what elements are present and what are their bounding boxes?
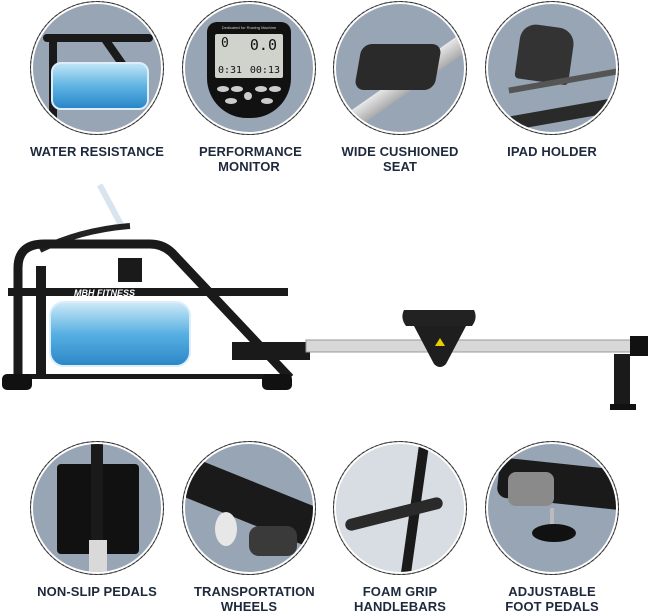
- feature-label: TRANSPORTATION WHEELS: [194, 584, 315, 614]
- feature-label: FOAM GRIP HANDLEBARS: [354, 584, 446, 614]
- feature-label: WATER RESISTANCE: [29, 144, 164, 159]
- feature-wide-cushioned-seat: WIDE CUSHIONED SEAT: [325, 1, 475, 174]
- tablet-holder-icon: [485, 1, 619, 135]
- feature-label: PERFORMANCE MONITOR: [199, 144, 302, 174]
- feature-transportation-wheels: TRANSPORTATION WHEELS: [174, 441, 324, 614]
- svg-text:MBH FITNESS: MBH FITNESS: [74, 288, 135, 298]
- feature-label: IPAD HOLDER: [507, 144, 597, 159]
- feature-label: NON-SLIP PEDALS: [37, 584, 157, 599]
- feature-label: ADJUSTABLE FOOT PEDALS: [505, 584, 599, 614]
- feature-non-slip-pedals: NON-SLIP PEDALS: [22, 441, 172, 599]
- feature-adjustable-foot-pedals: ADJUSTABLE FOOT PEDALS: [477, 441, 627, 614]
- handlebar-icon: [333, 441, 467, 575]
- seat-icon: [333, 1, 467, 135]
- wheel-icon: [182, 441, 316, 575]
- rowing-machine-image: MBH FITNESS: [0, 178, 650, 418]
- pedals-icon: [30, 441, 164, 575]
- monitor-icon: Dedicated for Rowing Machine 0 0.0 0:31 …: [182, 1, 316, 135]
- feature-label: WIDE CUSHIONED SEAT: [341, 144, 459, 174]
- foot-pedal-icon: [485, 441, 619, 575]
- water-tank-icon: [30, 1, 164, 135]
- feature-water-resistance: WATER RESISTANCE: [22, 1, 172, 159]
- feature-performance-monitor: Dedicated for Rowing Machine 0 0.0 0:31 …: [174, 1, 324, 174]
- feature-foam-grip-handlebars: FOAM GRIP HANDLEBARS: [325, 441, 475, 614]
- feature-ipad-holder: IPAD HOLDER: [477, 1, 627, 159]
